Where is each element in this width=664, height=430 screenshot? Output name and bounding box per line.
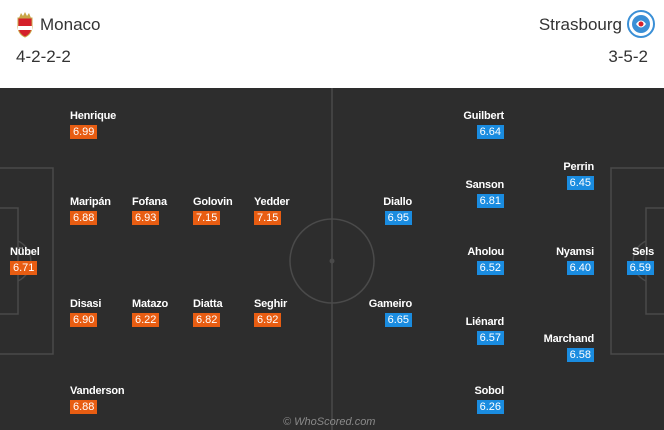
player-name: Sobol: [474, 385, 504, 397]
away-player-nyamsi[interactable]: Nyamsi 6.40: [556, 246, 594, 276]
away-player-aholou[interactable]: Aholou 6.52: [467, 246, 504, 276]
player-rating: 6.99: [70, 125, 98, 139]
player-rating: 6.59: [626, 261, 654, 275]
away-player-sobol[interactable]: Sobol 6.26: [474, 385, 504, 415]
player-name: Gameiro: [368, 298, 412, 310]
away-player-gameiro[interactable]: Gameiro 6.65: [369, 298, 412, 328]
strasbourg-crest-icon: [627, 10, 655, 38]
player-rating: 6.40: [566, 261, 594, 275]
player-rating: 6.88: [70, 211, 98, 225]
player-name: Fofana: [132, 196, 167, 208]
player-rating: 6.22: [132, 313, 160, 327]
player-rating: 6.64: [476, 125, 504, 139]
player-name: Sanson: [465, 179, 504, 191]
player-name: Sels: [632, 246, 654, 258]
pitch: Henrique 6.99 Maripán 6.88 Fofana 6.93 G…: [0, 88, 664, 430]
player-name: Liénard: [465, 316, 505, 328]
home-team-name: Monaco: [40, 15, 101, 34]
player-rating: 6.26: [476, 400, 504, 414]
away-player-diallo[interactable]: Diallo 6.95: [383, 196, 412, 226]
player-rating: 7.15: [254, 211, 282, 225]
player-rating: 6.93: [132, 211, 160, 225]
player-rating: 6.95: [384, 211, 412, 225]
monaco-crest-icon: [17, 12, 33, 38]
away-player-guilbert[interactable]: Guilbert 6.64: [463, 110, 504, 140]
player-rating: 6.57: [476, 331, 504, 345]
player-rating: 6.88: [70, 400, 98, 414]
player-name: Golovin: [193, 196, 233, 208]
player-rating: 6.82: [193, 313, 221, 327]
home-player-vanderson[interactable]: Vanderson 6.88: [70, 385, 125, 415]
home-player-henrique[interactable]: Henrique 6.99: [70, 110, 116, 140]
player-name: Henrique: [70, 110, 117, 122]
player-name: Disasi: [70, 298, 102, 310]
match-header: Monaco 4-2-2-2 Strasbourg 3-5-2: [0, 0, 664, 88]
home-player-fofana[interactable]: Fofana 6.93: [132, 196, 167, 226]
player-rating: 6.45: [566, 176, 594, 190]
player-rating: 6.71: [10, 261, 38, 275]
home-player-diatta[interactable]: Diatta 6.82: [193, 298, 223, 328]
away-player-lienard[interactable]: Liénard 6.57: [466, 316, 504, 346]
home-player-disasi[interactable]: Disasi 6.90: [70, 298, 101, 328]
player-name: Maripán: [70, 196, 111, 208]
player-name: Matazo: [132, 298, 169, 310]
home-player-seghir[interactable]: Seghir 6.92: [254, 298, 287, 328]
away-player-sanson[interactable]: Sanson 6.81: [465, 179, 504, 209]
player-name: Diallo: [383, 196, 412, 208]
player-rating: 6.65: [384, 313, 412, 327]
player-rating: 6.58: [566, 348, 594, 362]
home-player-maripan[interactable]: Maripán 6.88: [70, 196, 111, 226]
away-formation: 3-5-2: [608, 47, 648, 66]
home-player-golovin[interactable]: Golovin 7.15: [193, 196, 233, 226]
player-name: Perrin: [563, 161, 594, 173]
away-player-perrin[interactable]: Perrin 6.45: [563, 161, 594, 191]
player-rating: 6.81: [476, 194, 504, 208]
player-name: Guilbert: [463, 110, 504, 122]
player-rating: 6.90: [70, 313, 98, 327]
player-rating: 7.15: [193, 211, 221, 225]
away-player-marchand[interactable]: Marchand 6.58: [544, 333, 594, 363]
home-player-nubel[interactable]: Nübel 6.71: [10, 246, 40, 276]
away-team-name: Strasbourg: [538, 15, 622, 34]
home-formation: 4-2-2-2: [16, 47, 71, 66]
watermark: © WhoScored.com: [283, 416, 376, 428]
player-name: Nyamsi: [556, 246, 594, 258]
player-name: Vanderson: [70, 385, 125, 397]
away-player-sels[interactable]: Sels 6.59: [626, 246, 654, 276]
player-name: Nübel: [10, 246, 40, 258]
player-name: Marchand: [543, 333, 595, 345]
home-player-yedder[interactable]: Yedder 7.15: [254, 196, 290, 226]
player-rating: 6.52: [476, 261, 504, 275]
player-name: Diatta: [193, 298, 223, 310]
player-name: Aholou: [467, 246, 504, 258]
player-name: Seghir: [254, 298, 288, 310]
player-name: Yedder: [254, 196, 290, 208]
home-player-matazo[interactable]: Matazo 6.22: [132, 298, 168, 328]
player-rating: 6.92: [254, 313, 282, 327]
